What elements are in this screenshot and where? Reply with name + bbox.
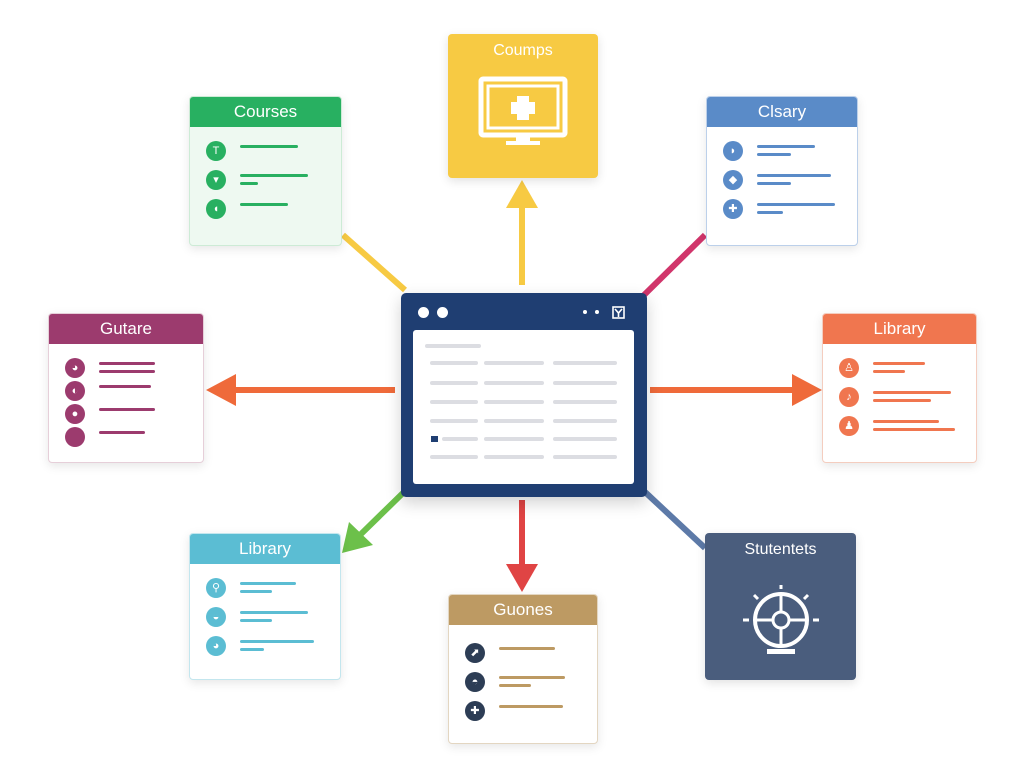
selected-row-marker bbox=[431, 436, 438, 442]
list-item[interactable]: ◗ bbox=[723, 141, 841, 170]
window-dot-1[interactable] bbox=[418, 307, 429, 318]
steering-wheel-icon bbox=[743, 585, 819, 654]
courses-card-header: Courses bbox=[190, 97, 341, 127]
courses-card-title: Courses bbox=[233, 102, 298, 121]
library-left-item-2-icon: ◒ bbox=[206, 607, 226, 627]
guones-item-3-icon: ✚ bbox=[465, 701, 485, 721]
gutare-item-3-icon: ● bbox=[65, 404, 85, 424]
courses-item-1-icon: T bbox=[206, 141, 226, 161]
window-dot-2[interactable] bbox=[437, 307, 448, 318]
connector-library-left bbox=[357, 489, 407, 538]
coumps-tile-title: Coumps bbox=[493, 42, 553, 59]
library-right-card-header: Library bbox=[823, 314, 976, 344]
list-item[interactable]: ⬈ bbox=[465, 643, 581, 672]
library-left-card[interactable]: Library ⚲ ◒ ◕ bbox=[189, 533, 341, 680]
list-item[interactable]: ⚲ bbox=[206, 578, 324, 607]
guones-card[interactable]: Guones ⬈ ◓ ✚ bbox=[448, 594, 598, 744]
clsary-card-title: Clsary bbox=[757, 102, 807, 121]
stutentets-tile-title: Stutentets bbox=[744, 541, 817, 558]
guones-item-2-icon: ◓ bbox=[465, 672, 485, 692]
stutentets-tile[interactable]: Stutentets bbox=[705, 533, 856, 680]
list-item[interactable]: ◒ bbox=[206, 607, 324, 636]
list-item[interactable]: ◓ bbox=[465, 672, 581, 701]
library-left-card-title: Library bbox=[239, 539, 291, 558]
list-item[interactable]: ◕ bbox=[206, 636, 324, 665]
library-right-card[interactable]: Library ♙ ♪ ♟ bbox=[822, 313, 977, 463]
guones-item-1-icon: ⬈ bbox=[465, 643, 485, 663]
courses-card-body: T ▾ ◖ bbox=[190, 127, 341, 228]
gutare-card-header: Gutare bbox=[49, 314, 203, 344]
arrow-top-head bbox=[506, 180, 538, 208]
courses-card[interactable]: Courses T ▾ ◖ bbox=[189, 96, 342, 246]
library-right-card-body: ♙ ♪ ♟ bbox=[823, 344, 976, 445]
list-item[interactable]: ♙ bbox=[839, 358, 960, 387]
list-item[interactable]: ♪ bbox=[839, 387, 960, 416]
gutare-card-title: Gutare bbox=[100, 319, 152, 338]
list-item[interactable]: ✚ bbox=[465, 701, 581, 730]
library-right-item-3-icon: ♟ bbox=[839, 416, 859, 436]
list-item[interactable]: ◆ bbox=[723, 170, 841, 199]
library-left-item-3-icon: ◕ bbox=[206, 636, 226, 656]
library-left-card-header: Library bbox=[190, 534, 340, 564]
gutare-item-1-icon: ◕ bbox=[65, 358, 85, 378]
gutare-item-4-icon bbox=[65, 427, 85, 447]
gutare-item-2-icon: ◐ bbox=[65, 381, 85, 401]
list-item[interactable]: ● bbox=[65, 404, 187, 427]
list-item[interactable]: ◐ bbox=[65, 381, 187, 404]
window-mini-dot-1 bbox=[583, 310, 587, 314]
window-content bbox=[413, 330, 634, 484]
guones-card-header: Guones bbox=[449, 595, 597, 625]
connector-clary bbox=[639, 232, 708, 300]
gutare-card-body: ◕ ◐ ● bbox=[49, 344, 203, 450]
arrow-gutare-head bbox=[206, 374, 236, 406]
guones-card-title: Guones bbox=[493, 600, 553, 619]
list-item[interactable]: T bbox=[206, 141, 325, 170]
courses-item-2-icon: ▾ bbox=[206, 170, 226, 190]
clsary-card-body: ◗ ◆ ✚ bbox=[707, 127, 857, 228]
library-right-card-title: Library bbox=[873, 319, 926, 338]
clsary-card-header: Clsary bbox=[707, 97, 857, 127]
arrow-guones-head bbox=[506, 564, 538, 592]
list-item[interactable]: ✚ bbox=[723, 199, 841, 228]
courses-item-3-icon: ◖ bbox=[206, 199, 226, 219]
guones-card-body: ⬈ ◓ ✚ bbox=[449, 625, 597, 730]
list-item[interactable]: ◖ bbox=[206, 199, 325, 228]
list-item[interactable]: ♟ bbox=[839, 416, 960, 445]
library-right-item-2-icon: ♪ bbox=[839, 387, 859, 407]
list-item[interactable]: ◕ bbox=[65, 358, 187, 381]
connector-studentets bbox=[642, 489, 708, 551]
gutare-card[interactable]: Gutare ◕ ◐ ● bbox=[48, 313, 204, 463]
list-item[interactable]: ▾ bbox=[206, 170, 325, 199]
connector-courses bbox=[341, 232, 407, 293]
clsary-item-1-icon: ◗ bbox=[723, 141, 743, 161]
library-left-item-1-icon: ⚲ bbox=[206, 578, 226, 598]
monitor-plus-icon bbox=[478, 76, 568, 145]
library-left-card-body: ⚲ ◒ ◕ bbox=[190, 564, 340, 665]
clsary-item-3-icon: ✚ bbox=[723, 199, 743, 219]
library-right-item-1-icon: ♙ bbox=[839, 358, 859, 378]
bookmark-icon[interactable] bbox=[612, 306, 625, 319]
arrow-library-left-head bbox=[342, 522, 373, 553]
coumps-tile[interactable]: Coumps bbox=[448, 34, 598, 178]
clsary-item-2-icon: ◆ bbox=[723, 170, 743, 190]
window-mini-dot-2 bbox=[595, 310, 599, 314]
content-heading-placeholder bbox=[425, 344, 481, 348]
list-item[interactable] bbox=[65, 427, 187, 450]
arrow-library-right-head bbox=[792, 374, 822, 406]
clsary-card[interactable]: Clsary ◗ ◆ ✚ bbox=[706, 96, 858, 246]
central-app-window[interactable] bbox=[401, 293, 647, 497]
